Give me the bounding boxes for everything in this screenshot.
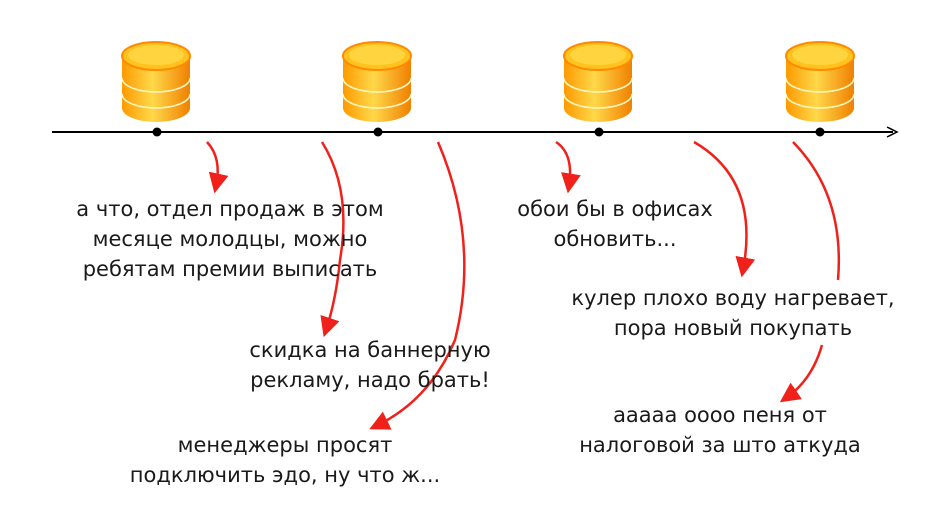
note-wallpaper: обои бы в офисах обновить... <box>517 197 713 251</box>
note-sales-bonus: а что, отдел продаж в этом месяце молодц… <box>76 197 384 281</box>
note-banner-discount: скидка на баннерную рекламу, надо брать! <box>249 338 491 392</box>
axis-arrowhead <box>886 126 899 138</box>
coin-stack-icon <box>342 41 412 123</box>
coin-stack-icon <box>563 41 633 123</box>
timeline-point <box>594 127 604 137</box>
arrow <box>206 141 229 194</box>
arrow <box>555 140 581 194</box>
note-tax-penalty: ааааа оооо пеня от налоговой за што атку… <box>579 403 861 457</box>
coin-stack-icon <box>121 41 191 123</box>
arrow <box>693 140 756 278</box>
note-cooler: кулер плохо воду нагревает, пора новый п… <box>571 286 895 340</box>
arrow <box>369 141 466 430</box>
arrow <box>320 141 345 338</box>
coin-stack-icon <box>785 41 855 123</box>
timeline-point <box>815 127 825 137</box>
note-edo: менеджеры просят подключить эдо, ну что … <box>129 433 441 487</box>
arrow <box>792 141 841 281</box>
arrow <box>779 344 824 403</box>
timeline-point <box>152 127 162 137</box>
timeline-point <box>373 127 383 137</box>
